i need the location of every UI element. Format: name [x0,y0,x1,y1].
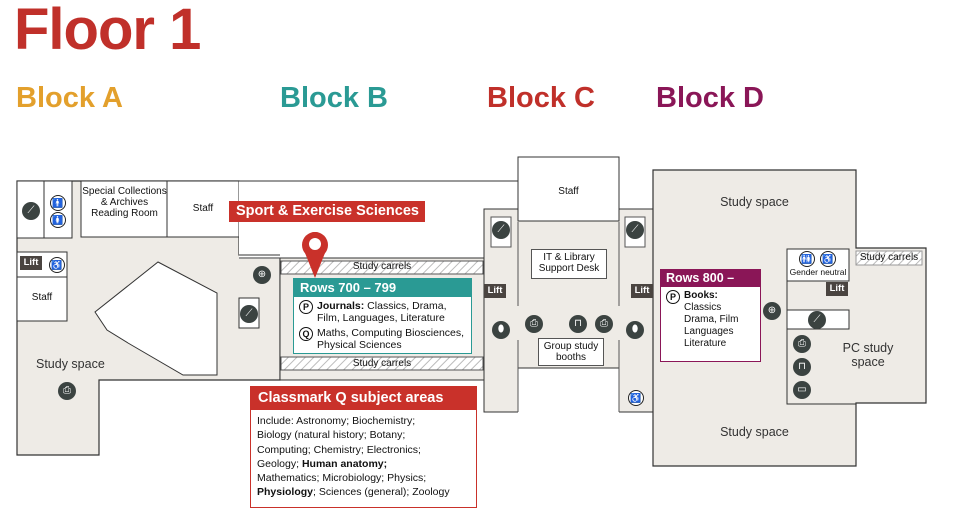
stairs-icon: ⟋ [22,202,40,220]
support-desk-label: IT & Library Support Desk [531,249,607,279]
study-space-d-top: Study space [720,195,789,209]
printer-icon: ⎙ [58,382,76,400]
classmark-text: ; Sciences (general); Zoology [313,486,450,499]
accessible-icon: ♿ [49,257,65,273]
special-collections-label: Special Collections & Archives Reading R… [82,186,167,219]
lift-d: Lift [826,282,848,296]
rows-700-item-journals: P Journals: Classics, Drama, Film, Langu… [299,300,471,324]
block-a-heading: Block A [16,82,123,114]
classmark-bold: Human anatomy; [301,457,388,470]
sport-exercise-label: Sport & Exercise Sciences [229,201,425,222]
item-text: Maths, Computing Biosciences, Physical S… [317,327,465,351]
classmark-line: Physiology; Sciences (general); Zoology [257,485,470,499]
classmark-line: Geology; Human anatomy; [257,457,470,471]
classmark-q-heading: Classmark Q subject areas [251,387,476,410]
lift-c-left: Lift [484,284,506,298]
item-text: Classics, Drama, Film, Languages, Litera… [317,300,447,324]
toilets-icon: 🚺 [50,212,66,228]
study-desk-icon: ⊓ [793,358,811,376]
carrels-top-label: Study carrels [352,261,412,272]
classmark-line: Biology (natural history; Botany; [257,429,406,442]
staff-label-c: Staff [558,186,579,197]
rows-800-899-panel: Rows 800 – 899 P Books: Classics Drama, … [660,269,761,362]
carrels-d [855,250,923,266]
block-c-bottom-void [518,368,619,418]
classmark-line: Mathematics; Microbiology; Physics; [257,472,427,485]
toilets-icon: 🚻 [799,251,815,267]
special-collections-room [80,180,168,238]
printer-icon: ⎙ [525,315,543,333]
block-d-heading: Block D [656,82,764,114]
rows-700-799-panel: Rows 700 – 799 P Journals: Classics, Dra… [293,278,472,354]
staff-label-a-left: Staff [31,292,53,303]
group-booths-label: Group study booths [538,338,604,366]
water-fountain-icon: ⬮ [492,321,510,339]
classmark-line: Computing; Chemistry; Electronics; [257,443,421,456]
rows-700-heading: Rows 700 – 799 [294,279,471,297]
carrels-bottom-label: Study carrels [352,358,412,369]
item-bold: Books: [684,290,718,301]
staff-room-a-top [166,180,240,238]
rows-800-heading: Rows 800 – 899 [661,270,760,300]
block-b-heading: Block B [280,82,388,114]
rows-800-item-books: P Books: Classics Drama, Film Languages … [666,290,760,350]
printer-icon: ⎙ [595,315,613,333]
carrels-top [280,260,484,275]
atrium-void [94,261,218,376]
classmark-q-panel: Classmark Q subject areas Include: Astro… [250,386,477,508]
subject: Classics [684,302,722,313]
globe-icon: ⊕ [253,266,271,284]
accessible-icon: ♿ [820,251,836,267]
study-desk-icon: ⊓ [569,315,587,333]
location-pin-icon [302,232,328,278]
study-space-d-bottom: Study space [720,425,789,439]
printer-icon: ⎙ [793,335,811,353]
staff-label-a-top: Staff [192,203,214,214]
carrels-d-label: Study carrels [859,252,919,263]
carrels-bottom [280,356,484,371]
classmark-q-body: Include: Astronomy; Biochemistry; Biolog… [251,410,476,504]
lift-c-right: Lift [631,284,653,298]
accessible-icon: ♿ [628,390,644,406]
block-c-heading: Block C [487,82,595,114]
globe-icon: ⊕ [763,302,781,320]
stairs-icon: ⟋ [492,221,510,239]
gender-neutral-label: Gender neutral [789,267,847,277]
computer-icon: ▭ [793,381,811,399]
classmark-text: Geology; [257,457,302,470]
item-bold: Journals: [317,300,365,312]
pc-study-space: PC study space [842,341,894,369]
stairs-icon: ⟋ [808,311,826,329]
stairs-icon: ⟋ [240,305,258,323]
lift-a: Lift [20,256,42,270]
classmark-bold: Physiology [257,486,314,499]
block-c-staff-fill [517,156,620,222]
subject: Languages [684,326,734,337]
rows-700-item-maths: Q Maths, Computing Biosciences, Physical… [299,327,471,351]
toilets-icon: 🚹 [50,195,66,211]
marker-p: P [666,290,680,304]
marker-p: P [299,300,313,314]
water-fountain-icon: ⬮ [626,321,644,339]
study-space-a: Study space [36,357,105,371]
subject: Literature [684,338,727,349]
subject: Drama, Film [684,314,739,325]
page-title: Floor 1 [14,0,201,62]
staff-room-a-left [16,276,68,322]
marker-q: Q [299,327,313,341]
stairs-icon: ⟋ [626,221,644,239]
classmark-line: Include: Astronomy; Biochemistry; [257,415,416,427]
